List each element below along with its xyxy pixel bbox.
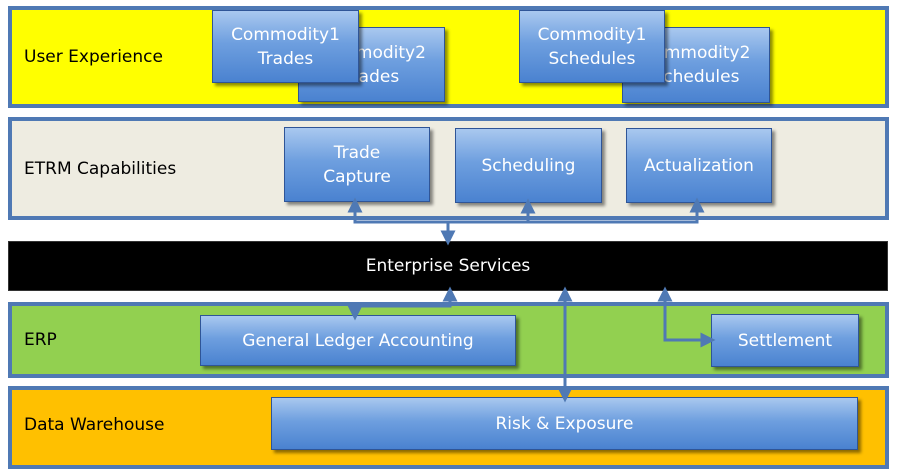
scheduling-box: Scheduling xyxy=(455,128,602,203)
actualization-box: Actualization xyxy=(626,128,772,203)
erp-label: ERP xyxy=(24,330,57,350)
settlement-bus-connector xyxy=(657,286,716,348)
gl-bus-connector xyxy=(347,286,458,321)
etrm-bus-connector xyxy=(347,197,705,224)
enterprise-services-label: Enterprise Services xyxy=(365,256,531,276)
etrm-capabilities-label: ETRM Capabilities xyxy=(24,159,177,179)
data-warehouse-label: Data Warehouse xyxy=(24,415,165,435)
user-experience-label: User Experience xyxy=(24,47,163,67)
enterprise-services-bus: Enterprise Services xyxy=(8,241,888,291)
settlement-box: Settlement xyxy=(711,314,859,367)
